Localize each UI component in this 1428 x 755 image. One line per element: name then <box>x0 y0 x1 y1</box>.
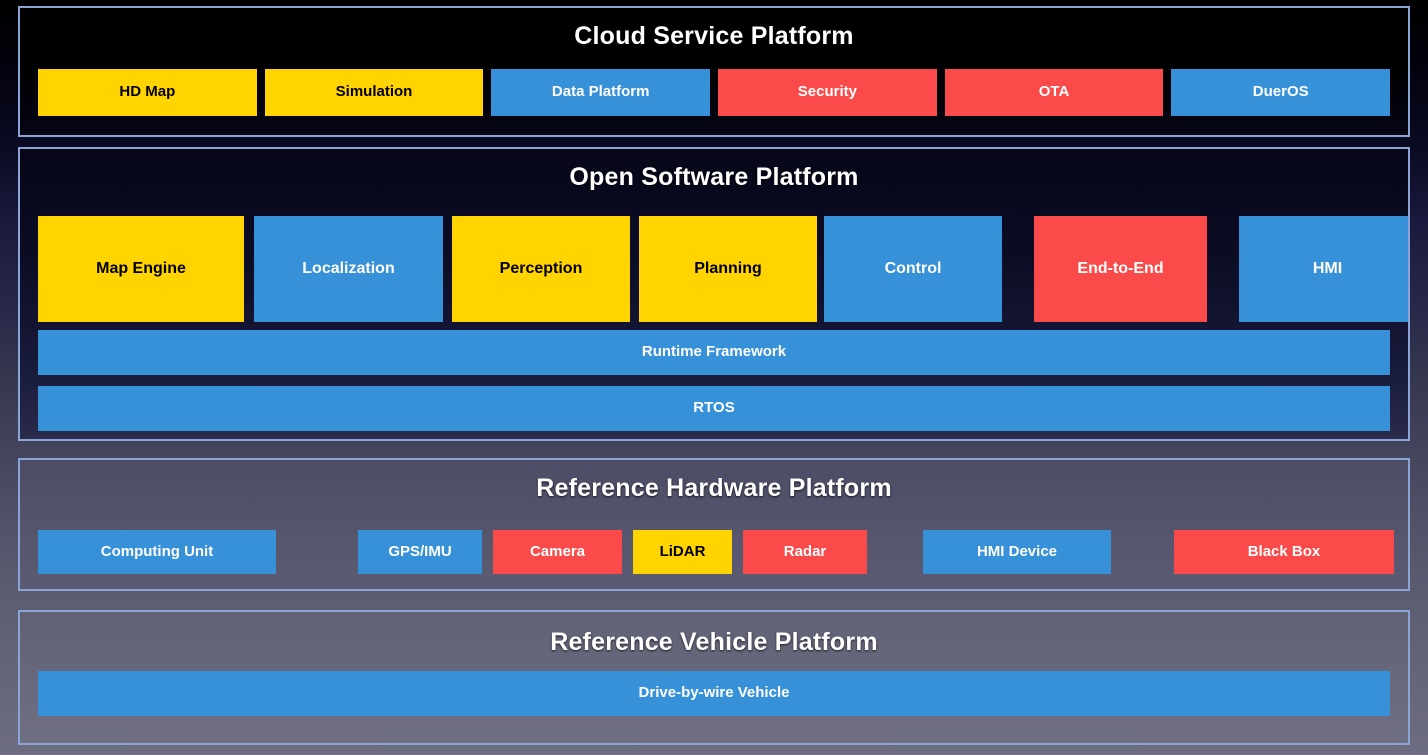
block-label: Localization <box>302 260 395 278</box>
block-label: Camera <box>529 542 586 560</box>
cloud-block-simulation[interactable]: Simulation <box>264 69 484 116</box>
software-module-end-to-end[interactable]: End-to-End <box>1034 216 1207 322</box>
block-label: Radar <box>783 542 827 560</box>
software-module-planning[interactable]: Planning <box>639 216 817 322</box>
layer-reference-vehicle-platform: Reference Vehicle Platform Drive-by-wire… <box>18 610 1410 745</box>
block-label: RTOS <box>693 399 735 417</box>
vehicle-component-row: Drive-by-wire Vehicle <box>38 671 1390 716</box>
block-label: End-to-End <box>1077 260 1164 278</box>
block-label: Simulation <box>335 83 413 101</box>
block-label: GPS/IMU <box>388 542 452 560</box>
software-module-map-engine[interactable]: Map Engine <box>38 216 244 322</box>
layer-title-reference-vehicle-platform: Reference Vehicle Platform <box>550 628 878 656</box>
layer-title-reference-hardware-platform: Reference Hardware Platform <box>536 474 892 502</box>
cloud-block-security[interactable]: Security <box>718 69 937 116</box>
layer-reference-hardware-platform: Reference Hardware Platform Computing Un… <box>18 458 1410 591</box>
cloud-block-dueros[interactable]: DuerOS <box>1171 69 1391 116</box>
hardware-component-computing-unit[interactable]: Computing Unit <box>38 530 276 574</box>
block-label: OTA <box>1038 83 1070 101</box>
software-module-localization[interactable]: Localization <box>254 216 443 322</box>
cloud-block-ota[interactable]: OTA <box>944 69 1164 116</box>
layer-title-cloud-service-platform: Cloud Service Platform <box>574 22 854 50</box>
software-module-control[interactable]: Control <box>824 216 1002 322</box>
hardware-component-gps-imu[interactable]: GPS/IMU <box>358 530 482 574</box>
block-label: Black Box <box>1247 542 1321 560</box>
block-label: HD Map <box>119 83 176 101</box>
block-label: LiDAR <box>659 542 706 560</box>
block-label: HMI <box>1312 260 1343 278</box>
block-label: Drive-by-wire Vehicle <box>638 684 790 702</box>
hardware-component-camera[interactable]: Camera <box>493 530 622 574</box>
hardware-component-radar[interactable]: Radar <box>743 530 867 574</box>
block-label: Control <box>884 260 942 278</box>
block-label: Map Engine <box>96 260 186 278</box>
software-module-perception[interactable]: Perception <box>452 216 630 322</box>
block-label: Computing Unit <box>100 542 214 560</box>
hardware-component-hmi-device[interactable]: HMI Device <box>923 530 1111 574</box>
cloud-block-hd-map[interactable]: HD Map <box>38 69 257 116</box>
hardware-component-lidar[interactable]: LiDAR <box>633 530 732 574</box>
software-stack-bar-runtime-framework[interactable]: Runtime Framework <box>38 330 1390 375</box>
software-module-row: Map Engine Localization Perception Planning… <box>38 216 1408 322</box>
layer-cloud-service-platform: Cloud Service Platform HD Map Simulation D… <box>18 6 1410 137</box>
block-label: DuerOS <box>1252 83 1309 101</box>
layer-open-software-platform: Open Software Platform Map Engine Localiz… <box>18 147 1410 441</box>
layer-title-open-software-platform: Open Software Platform <box>569 163 859 191</box>
block-label: Runtime Framework <box>641 343 787 361</box>
block-label: Perception <box>499 260 583 278</box>
software-module-hmi[interactable]: HMI <box>1239 216 1408 322</box>
software-stack-bar-rtos[interactable]: RTOS <box>38 386 1390 431</box>
cloud-service-block-row: HD Map Simulation Data Platform Security OTA… <box>38 69 1391 116</box>
cloud-block-data-platform[interactable]: Data Platform <box>491 69 711 116</box>
hardware-component-row: Computing Unit GPS/IMU Camera LiDAR Radar HMI… <box>38 530 1394 574</box>
hardware-component-black-box[interactable]: Black Box <box>1174 530 1394 574</box>
block-label: HMI Device <box>976 542 1058 560</box>
block-label: Planning <box>694 260 762 278</box>
block-label: Data Platform <box>551 83 650 101</box>
vehicle-component-drive-by-wire-vehicle[interactable]: Drive-by-wire Vehicle <box>38 671 1390 716</box>
block-label: Security <box>797 83 857 101</box>
